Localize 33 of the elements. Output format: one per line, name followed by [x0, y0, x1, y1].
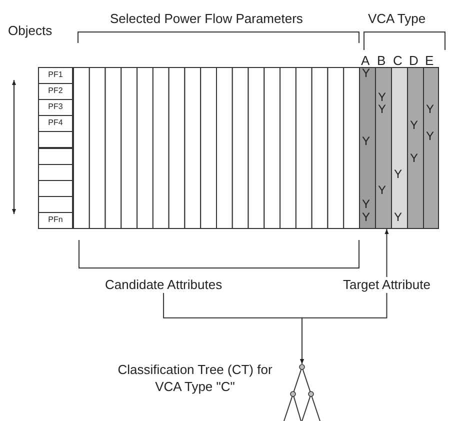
table-entry: Y	[410, 152, 418, 164]
table-entry: Y	[394, 210, 402, 223]
row-header-cell: PF1	[38, 67, 73, 84]
table-entry: Y	[362, 135, 370, 148]
table-column	[391, 67, 408, 229]
table-entry: Y	[378, 184, 386, 196]
row-header-cell: PF2	[38, 83, 73, 100]
bracket-label: Selected Power Flow Parameters	[110, 12, 303, 25]
attribute-label: Target Attribute	[343, 278, 430, 291]
connector-arrow	[384, 228, 389, 278]
table-entry: Y	[378, 91, 386, 104]
table-entry: Y	[362, 67, 370, 79]
table-entry: Y	[394, 168, 402, 180]
attribute-label: Candidate Attributes	[105, 278, 222, 291]
tree-drawing	[284, 364, 320, 421]
table-entry: Y	[410, 119, 418, 132]
axis-label: Objects	[8, 24, 52, 37]
bracket-label: VCA Type	[368, 12, 426, 25]
column-header: E	[425, 54, 434, 67]
column-header: D	[409, 54, 418, 67]
table-entry: Y	[426, 103, 434, 116]
row-header-cell: PF3	[38, 99, 73, 116]
column-header: A	[361, 54, 370, 67]
connector-arrow	[300, 292, 388, 364]
table-entry: Y	[378, 103, 386, 116]
table-entry: Y	[426, 130, 434, 142]
column-header: C	[393, 54, 402, 67]
table-entry: Y	[362, 210, 370, 223]
table-entry: Y	[362, 198, 370, 210]
row-header-cell: PFn	[38, 212, 73, 229]
column-header: B	[377, 54, 386, 67]
row-header-cell: PF4	[38, 115, 73, 132]
tree-caption: Classification Tree (CT) for VCA Type "C"	[116, 362, 274, 396]
